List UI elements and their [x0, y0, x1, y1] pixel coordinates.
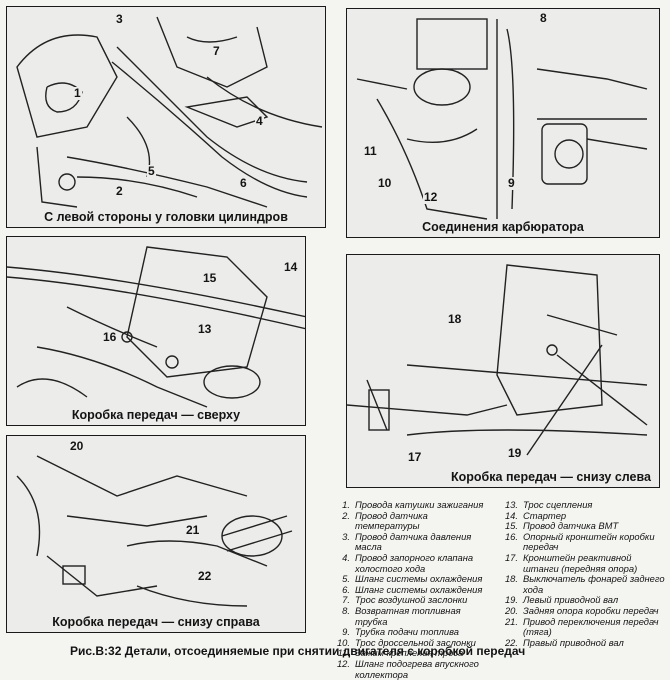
panel-cylinder-head-left: 3 7 1 4 5 6 2 С левой стороны у головки …: [6, 6, 326, 228]
legend-item: 4.Провод запорного клапана холостого ход…: [342, 551, 474, 574]
legend-item: 15.Провод датчика ВМТ: [504, 520, 619, 532]
panel-caption: Коробка передач — снизу справа: [52, 615, 260, 629]
callout-13: 13: [197, 322, 213, 336]
legend-item: 5.Шланг системы охлаждения: [342, 573, 483, 585]
callout-16: 16: [102, 330, 118, 344]
callout-8: 8: [539, 11, 548, 25]
panel-gearbox-bottom-right: 20 21 22 Коробка передач — снизу справа: [6, 435, 306, 633]
callout-10: 10: [377, 176, 393, 190]
legend-item: 21.Привод переключения передач (тяга): [504, 615, 659, 638]
carburetor-illustration: [356, 18, 648, 220]
panel-caption: Соединения карбюратора: [422, 220, 584, 234]
legend-item: 22.Правый приводной вал: [504, 636, 624, 648]
legend-column-right: 13.Трос сцепления 14.Стартер 15.Провод д…: [502, 499, 668, 648]
legend-item: 11.Зажим крепления троса: [337, 647, 464, 659]
callout-15: 15: [202, 271, 218, 285]
legend-item: 6.Шланг системы охлаждения: [342, 583, 483, 595]
callout-5: 5: [147, 164, 156, 178]
legend-item: 2.Провод датчика температуры: [342, 509, 428, 532]
legend-item: 1.Провода катушки зажигания: [342, 499, 484, 510]
panel-carburetor: 8 11 9 10 12 Соединения карбюратора: [346, 8, 660, 238]
callout-20: 20: [69, 439, 85, 453]
panel-gearbox-top: 15 14 13 16 Коробка передач — сверху: [6, 236, 306, 426]
callout-19: 19: [507, 446, 523, 460]
legend-item: 9.Трубка подачи топлива: [342, 626, 460, 638]
legend-item: 17.Кронштейн реактивной штанги (передняя…: [504, 551, 638, 574]
callout-17: 17: [407, 450, 423, 464]
panel-gearbox-bottom-left: 18 17 19 Коробка передач — снизу слева: [346, 254, 660, 488]
callout-3: 3: [115, 12, 124, 26]
callout-21: 21: [185, 523, 201, 537]
gearbox-bottom-left-illustration: [347, 264, 648, 456]
legend-item: 7.Трос воздушной заслонки: [342, 594, 468, 606]
callout-9: 9: [507, 176, 516, 190]
callout-11: 11: [363, 144, 378, 158]
gearbox-top-illustration: [7, 246, 305, 408]
callout-4: 4: [255, 114, 264, 128]
engine-illustration: [16, 16, 323, 208]
callout-6: 6: [239, 176, 248, 190]
parts-legend: 1.Провода катушки зажигания 2.Провод дат…: [334, 499, 670, 679]
gearbox-bottom-right-illustration: [16, 455, 293, 607]
callout-2: 2: [115, 184, 124, 198]
callout-1: 1: [73, 86, 82, 100]
panel-caption: Коробка передач — сверху: [71, 408, 241, 422]
callout-12: 12: [423, 190, 439, 204]
callout-18: 18: [447, 312, 463, 326]
legend-item: 8.Возвратная топливная трубка: [342, 604, 461, 627]
figure-caption: Рис.В:32 Детали, отсоединяемые при сняти…: [70, 644, 526, 658]
legend-item: 19.Левый приводной вал: [504, 594, 619, 606]
legend-item: 3.Провод датчика давления масла: [342, 530, 472, 553]
panel-caption: Коробка передач — снизу слева: [451, 470, 651, 484]
callout-14: 14: [283, 260, 299, 274]
callout-7: 7: [212, 44, 221, 58]
legend-item: 13.Трос сцепления: [504, 499, 593, 510]
legend-item: 14.Стартер: [504, 509, 567, 521]
callout-22: 22: [197, 569, 213, 583]
legend-item: 12.Шланг подогрева впускного коллектора: [336, 657, 479, 680]
panel-caption: С левой стороны у головки цилиндров: [44, 210, 288, 224]
legend-item: 10.Трос дроссельной заслонки: [336, 636, 476, 648]
legend-item: 18.Выключатель фонарей заднего хода: [504, 573, 665, 595]
legend-item: 20.Задняя опора коробки передач: [504, 604, 659, 616]
legend-item: 16.Опорный кронштейн коробки передач: [504, 530, 655, 553]
